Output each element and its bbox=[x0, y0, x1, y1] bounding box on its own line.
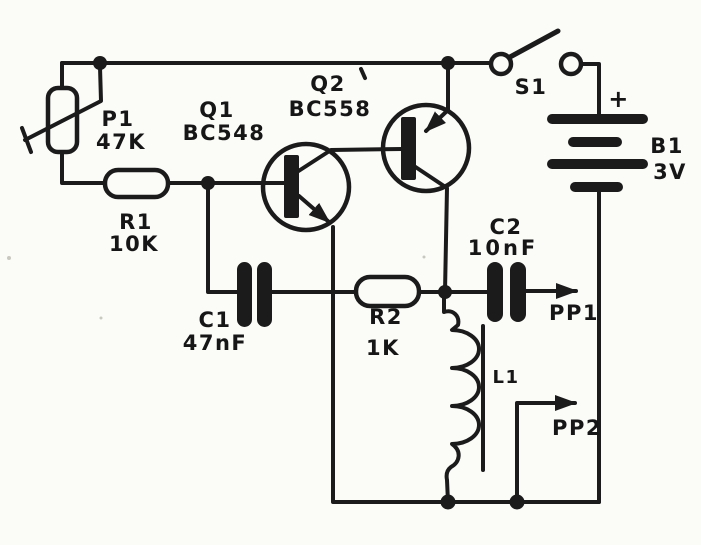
r1-value-label: 10K bbox=[109, 232, 159, 256]
q1-ref-label: Q1 bbox=[199, 98, 234, 122]
ink-stray-mark bbox=[359, 67, 367, 80]
b1-plate-short-1 bbox=[568, 137, 622, 147]
p1-value-label: 47K bbox=[96, 130, 146, 154]
q2-emitter-arrow bbox=[424, 108, 450, 133]
q1-value-label: BC548 bbox=[183, 121, 266, 145]
capacitor-c2: C2 10nF bbox=[468, 215, 539, 322]
junction-dot bbox=[93, 56, 107, 70]
b1-plate-long-1 bbox=[547, 114, 648, 124]
junction-dot bbox=[201, 176, 215, 190]
c1-ref-label: C1 bbox=[198, 308, 231, 332]
r2-ref-label: R2 bbox=[369, 305, 403, 329]
pp2-label: PP2 bbox=[552, 416, 602, 440]
resistor-r2: R2 1K bbox=[353, 274, 422, 360]
q2-envelope bbox=[380, 102, 472, 194]
r2-value-label: 1K bbox=[366, 336, 400, 360]
q2-value-label: BC558 bbox=[289, 97, 372, 121]
l1-coil bbox=[442, 290, 481, 504]
c2-plate-left bbox=[487, 262, 503, 322]
potentiometer-p1: P1 47K bbox=[20, 65, 146, 155]
junction-dots bbox=[93, 56, 525, 510]
output-pp2: PP2 bbox=[515, 395, 602, 504]
q1-envelope bbox=[260, 141, 352, 233]
c1-plate-left bbox=[237, 262, 252, 327]
junction-dot bbox=[440, 494, 456, 510]
s1-post-right bbox=[558, 51, 584, 77]
b1-plus-sign: + bbox=[608, 85, 630, 113]
p1-body bbox=[45, 85, 80, 155]
r2-body bbox=[353, 274, 422, 309]
b1-ref-label: B1 bbox=[650, 134, 684, 158]
paper-speck bbox=[99, 316, 103, 320]
wire-base-node-to-c1 bbox=[206, 181, 239, 294]
c2-ref-label: C2 bbox=[489, 215, 522, 239]
c2-plate-right bbox=[510, 262, 526, 322]
c2-value-label: 10nF bbox=[468, 236, 539, 260]
pp1-label: PP1 bbox=[549, 301, 599, 325]
junction-dot bbox=[438, 285, 452, 299]
output-pp1: PP1 bbox=[524, 283, 599, 325]
q2-ref-label: Q2 bbox=[310, 72, 345, 96]
q1-base-bar bbox=[284, 155, 299, 218]
wire-switch-to-battery bbox=[579, 62, 601, 116]
c1-plate-right bbox=[257, 262, 272, 327]
paper-speck bbox=[7, 256, 11, 260]
s1-lever bbox=[507, 28, 561, 60]
p1-wiper-arm bbox=[23, 65, 103, 142]
inductor-l1: L1 bbox=[442, 290, 520, 504]
s1-post-left bbox=[488, 51, 514, 77]
pp2-arrow bbox=[515, 395, 577, 504]
junction-dot bbox=[509, 494, 525, 510]
p1-ref-label: P1 bbox=[101, 107, 134, 131]
s1-ref-label: S1 bbox=[515, 75, 548, 99]
r1-body bbox=[102, 167, 171, 200]
b1-plate-long-2 bbox=[547, 159, 648, 169]
transistor-q1: Q1 BC548 bbox=[183, 98, 352, 233]
wire-p1-to-r1 bbox=[60, 150, 107, 185]
r1-ref-label: R1 bbox=[119, 210, 153, 234]
q2-base-bar bbox=[401, 117, 416, 180]
battery-b1: + B1 3V bbox=[547, 85, 687, 192]
junction-dot bbox=[441, 56, 455, 70]
q1-emitter-arrow bbox=[297, 194, 331, 224]
b1-plate-short-2 bbox=[570, 182, 623, 192]
resistor-r1: R1 10K bbox=[102, 167, 171, 256]
paper-speck bbox=[422, 255, 426, 259]
capacitor-c1: C1 47nF bbox=[183, 262, 272, 355]
p1-wiper-end-tick bbox=[20, 126, 33, 154]
transistor-q2: Q2 BC558 bbox=[289, 72, 472, 194]
l1-ref-label: L1 bbox=[493, 367, 520, 388]
c1-value-label: 47nF bbox=[183, 331, 248, 355]
switch-s1: S1 bbox=[488, 28, 584, 99]
b1-value-label: 3V bbox=[653, 160, 687, 184]
